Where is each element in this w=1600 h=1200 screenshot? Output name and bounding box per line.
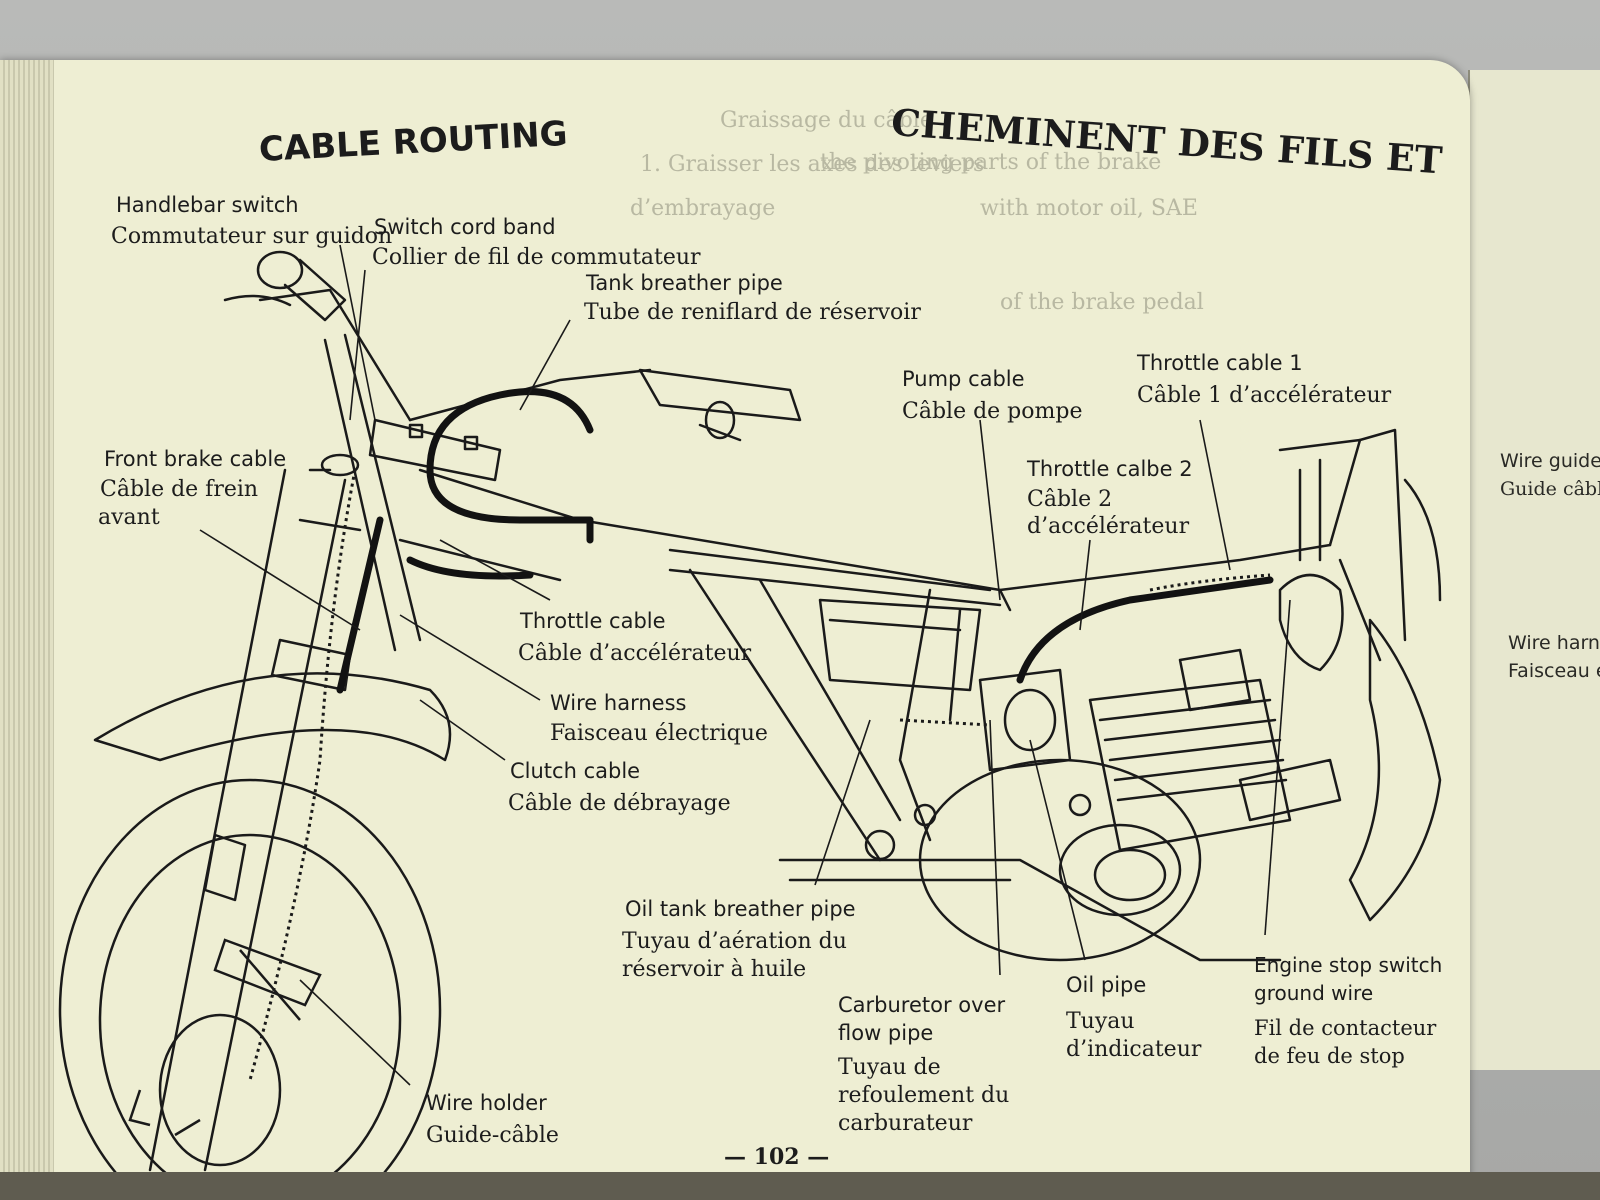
label-pump-cable-fr: Câble de pompe <box>902 399 1083 424</box>
rear-fender <box>1348 618 1442 922</box>
leader-throttle-cable <box>439 539 551 601</box>
bleed-through-text: d’embrayage <box>630 196 776 221</box>
label-throttle-cable-2-en: Throttle calbe 2 <box>1027 457 1193 481</box>
label-throttle-cable-2-fr-line2: d’accélérateur <box>1027 514 1190 539</box>
label-oil-tank-breather-fr-line1: Tuyau d’aération du <box>622 929 847 954</box>
leader-switch-cord-band <box>349 269 366 421</box>
label-throttle-cable-2-fr-line1: Câble 2 <box>1027 487 1113 512</box>
label-front-brake-cable-fr-line1: Câble de frein <box>100 477 259 502</box>
label-engine-stop-fr-line1: Fil de contacteur <box>1254 1016 1437 1040</box>
label-switch-cord-band-en: Switch cord band <box>374 215 556 239</box>
page-stack-edge <box>0 60 54 1180</box>
fork-tube-left-inner <box>203 478 347 1172</box>
bleed-through-text: 1. Graisser les axes des leviers <box>640 152 985 177</box>
label-oil-pipe-fr-line1: Tuyau <box>1066 1009 1135 1034</box>
next-page-wire-guide-en: Wire guide <box>1500 450 1600 472</box>
leader-clutch-cable <box>419 699 506 761</box>
label-wire-harness-en: Wire harness <box>550 691 687 715</box>
page-number: — 102 — <box>724 1144 830 1170</box>
next-page-wire-harness-en: Wire harn <box>1508 632 1600 654</box>
fork-clamp <box>270 638 352 692</box>
harness-loop <box>406 556 534 580</box>
left-grip <box>256 250 304 290</box>
next-page-wire-guide-fr: Guide câble <box>1500 478 1600 500</box>
throttle-cable-run <box>1016 576 1274 684</box>
leader-front-brake <box>199 529 361 631</box>
label-engine-stop-en-line1: Engine stop switch <box>1254 953 1443 977</box>
label-throttle-cable-1-fr: Câble 1 d’accélérateur <box>1137 383 1392 408</box>
front-tire <box>58 778 442 1200</box>
front-hub <box>158 1013 282 1167</box>
leader-tank-breather <box>519 319 571 411</box>
label-throttle-cable-en: Throttle cable <box>520 609 666 633</box>
leader-pump-cable <box>979 419 1001 601</box>
seat-rail <box>668 548 992 592</box>
leader-wire-harness <box>399 614 541 701</box>
frame-down-tube-2 <box>688 568 882 862</box>
handlebar-left <box>258 288 412 422</box>
label-carb-overflow-fr-line2: refoulement du <box>838 1083 1010 1108</box>
oil-tank <box>1278 573 1344 672</box>
frame-top-tube <box>418 468 1332 592</box>
bleed-through-text: with motor oil, SAE <box>980 196 1198 221</box>
label-tank-breather-pipe-en: Tank breather pipe <box>586 271 783 295</box>
bleed-through-text: Graissage du câble <box>720 108 933 133</box>
label-switch-cord-band-fr: Collier de fil de commutateur <box>372 245 701 270</box>
book-cover-edge <box>0 1172 1600 1200</box>
leader-throttle-cable-1 <box>1199 419 1231 571</box>
label-oil-tank-breather-en: Oil tank breather pipe <box>625 897 856 921</box>
label-handlebar-switch-fr: Commutateur sur guidon <box>111 224 393 249</box>
label-front-brake-cable-en: Front brake cable <box>104 447 287 471</box>
label-carb-overflow-fr-line3: carburateur <box>838 1111 973 1136</box>
label-wire-harness-fr: Faisceau électrique <box>550 721 768 746</box>
manual-page <box>0 60 1470 1180</box>
label-throttle-cable-fr: Câble d’accélérateur <box>518 641 752 666</box>
tank-breather-hose <box>426 388 594 524</box>
leader-engine-stop <box>1264 599 1291 936</box>
lower-frame <box>778 858 1282 962</box>
carburetor <box>978 668 1072 772</box>
label-pump-cable-en: Pump cable <box>902 367 1025 391</box>
leader-throttle-cable-2 <box>1079 539 1091 631</box>
leader-wire-holder <box>299 979 411 1086</box>
front-tire-inner <box>98 833 402 1200</box>
label-front-brake-cable-fr-line2: avant <box>98 505 160 530</box>
label-oil-tank-breather-fr-line2: réservoir à huile <box>622 957 807 982</box>
engine-cylinder <box>1088 678 1292 852</box>
label-wire-holder-fr: Guide-câble <box>426 1123 559 1148</box>
label-clutch-cable-en: Clutch cable <box>510 759 641 783</box>
label-throttle-cable-1-en: Throttle cable 1 <box>1137 351 1303 375</box>
label-oil-pipe-en: Oil pipe <box>1066 973 1147 997</box>
rear-frame <box>1328 428 1407 642</box>
bleed-through-text: the pivoting parts of the brake <box>820 150 1162 175</box>
label-carb-overflow-en-line1: Carburetor over <box>838 993 1006 1017</box>
label-tank-breather-pipe-fr: Tube de reniflard de réservoir <box>584 300 921 325</box>
leader-handlebar-switch <box>339 244 376 421</box>
label-engine-stop-en-line2: ground wire <box>1254 981 1374 1005</box>
frame-down-tube-1 <box>758 578 902 822</box>
front-fender <box>93 672 452 762</box>
leader-oil-tank-breather <box>814 719 871 886</box>
label-handlebar-switch-en: Handlebar switch <box>116 193 299 217</box>
wire-holder-clip <box>213 938 322 1007</box>
leader-carb-overflow <box>989 719 1001 976</box>
right-grip <box>638 368 802 422</box>
label-carb-overflow-en-line2: flow pipe <box>838 1021 934 1045</box>
next-page-edge <box>1468 70 1600 1070</box>
fork-tube-left-outer <box>148 468 287 1172</box>
spark-plug-cap <box>1238 758 1342 822</box>
airbox <box>818 598 982 692</box>
label-oil-pipe-fr-line2: d’indicateur <box>1066 1037 1202 1062</box>
label-wire-holder-en: Wire holder <box>426 1091 547 1115</box>
next-page-wire-harness-fr: Faisceau é <box>1508 660 1600 682</box>
label-carb-overflow-fr-line1: Tuyau de <box>838 1055 941 1080</box>
triple-clamp <box>368 418 502 482</box>
label-engine-stop-fr-line2: de feu de stop <box>1254 1044 1405 1068</box>
fork-guard <box>203 833 247 902</box>
clutch-cable-run <box>336 516 384 694</box>
leader-oil-pipe <box>1029 739 1086 961</box>
label-clutch-cable-fr: Câble de débrayage <box>508 791 731 816</box>
bleed-through-text: of the brake pedal <box>1000 290 1204 315</box>
